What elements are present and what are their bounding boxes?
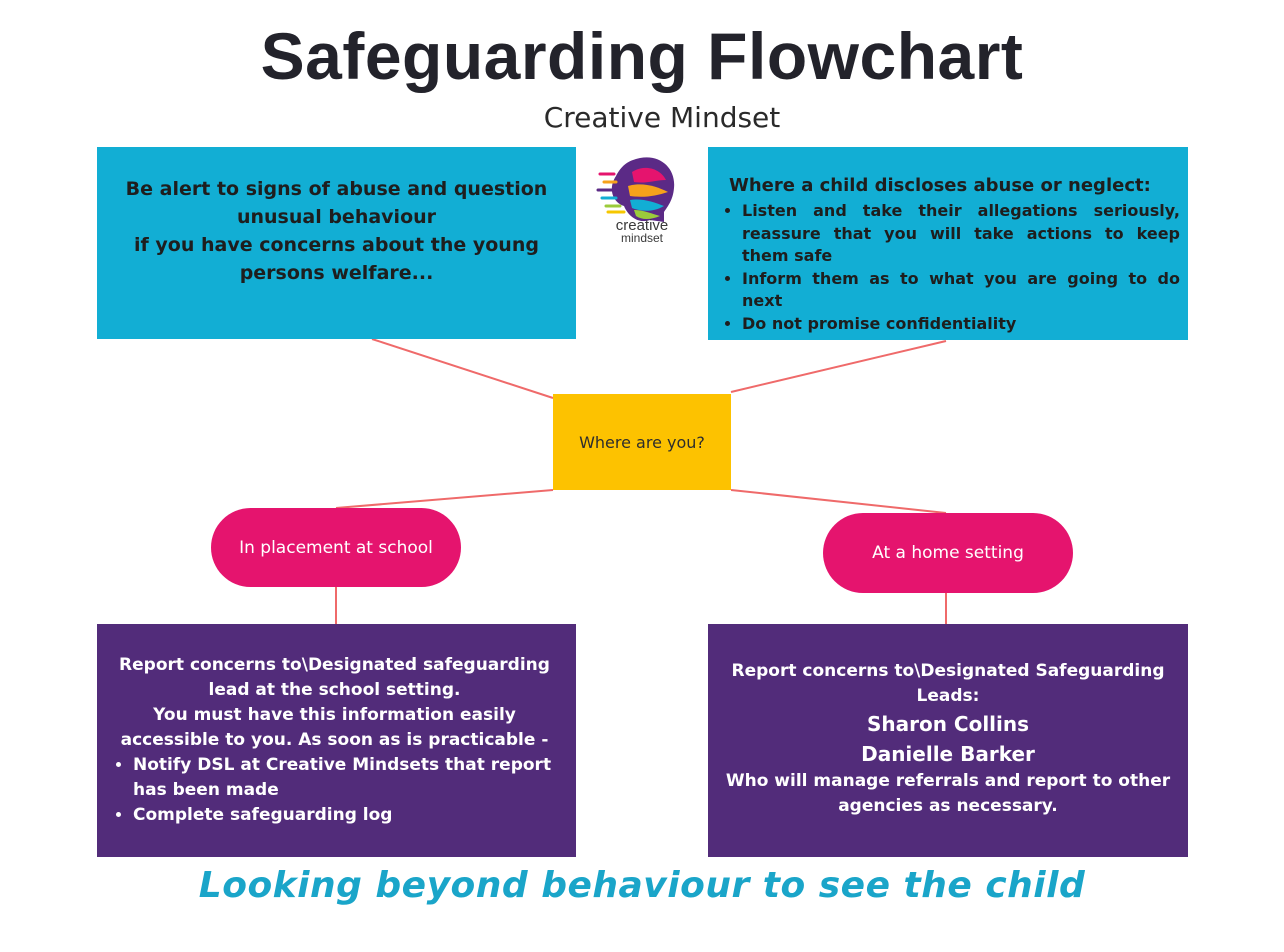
home-line: agencies as necessary. xyxy=(838,796,1058,816)
alert-line: persons welfare... xyxy=(239,262,434,284)
logo-line2: mindset xyxy=(620,231,664,245)
center-node-where-are-you: Where are you? xyxy=(553,394,731,490)
alert-line: unusual behaviour xyxy=(236,206,437,228)
connector-alert-to-center xyxy=(371,338,554,399)
logo-text: creative mindset xyxy=(596,217,688,245)
page-title: Safeguarding Flowchart xyxy=(260,19,1024,93)
dsl-name: Danielle Barker xyxy=(861,742,1035,766)
dsl-name: Sharon Collins xyxy=(866,712,1030,736)
school-list: Notify DSL at Creative Mindsets that rep… xyxy=(115,753,566,828)
disclosure-bullet: Listen and take their allegations seriou… xyxy=(742,200,1180,268)
disclosure-bullet: Do not promise confidentiality xyxy=(742,313,1180,336)
school-bullet: Complete safeguarding log xyxy=(133,803,566,828)
school-line: Report concerns to\Designated safeguardi… xyxy=(119,655,550,675)
school-line: accessible to you. As soon as is practic… xyxy=(120,730,549,750)
disclosure-list: Listen and take their allegations seriou… xyxy=(726,200,1180,335)
colourful-head-logo-icon xyxy=(596,157,675,222)
home-line: Leads: xyxy=(916,686,980,706)
connector-center-to-school xyxy=(335,489,554,509)
home-line: Report concerns to\Designated Safeguardi… xyxy=(731,661,1165,681)
disclosure-box: Where a child discloses abuse or neglect… xyxy=(708,147,1188,340)
connector-center-to-home xyxy=(730,489,947,514)
home-line: Who will manage referrals and report to … xyxy=(725,771,1171,791)
connector-disclose-to-center xyxy=(730,340,947,393)
branch-home-pill: At a home setting xyxy=(823,513,1073,593)
school-report-box: Report concerns to\Designated safeguardi… xyxy=(97,624,576,857)
alert-line: Be alert to signs of abuse and question xyxy=(125,178,548,200)
logo-line1: creative xyxy=(615,217,669,234)
alert-line: if you have concerns about the young xyxy=(134,234,539,256)
alert-box: Be alert to signs of abuse and question … xyxy=(97,147,576,339)
page-subtitle: Creative Mindset xyxy=(543,101,781,134)
disclosure-heading: Where a child discloses abuse or neglect… xyxy=(729,175,1151,196)
branch-school-pill: In placement at school xyxy=(211,508,461,587)
school-line: You must have this information easily xyxy=(153,705,516,725)
tagline: Looking beyond behaviour to see the chil… xyxy=(198,865,1086,906)
disclosure-bullet: Inform them as to what you are going to … xyxy=(742,268,1180,313)
home-report-box: Report concerns to\Designated Safeguardi… xyxy=(708,624,1188,857)
school-line: lead at the school setting. xyxy=(208,680,461,700)
school-bullet: Notify DSL at Creative Mindsets that rep… xyxy=(133,753,566,803)
